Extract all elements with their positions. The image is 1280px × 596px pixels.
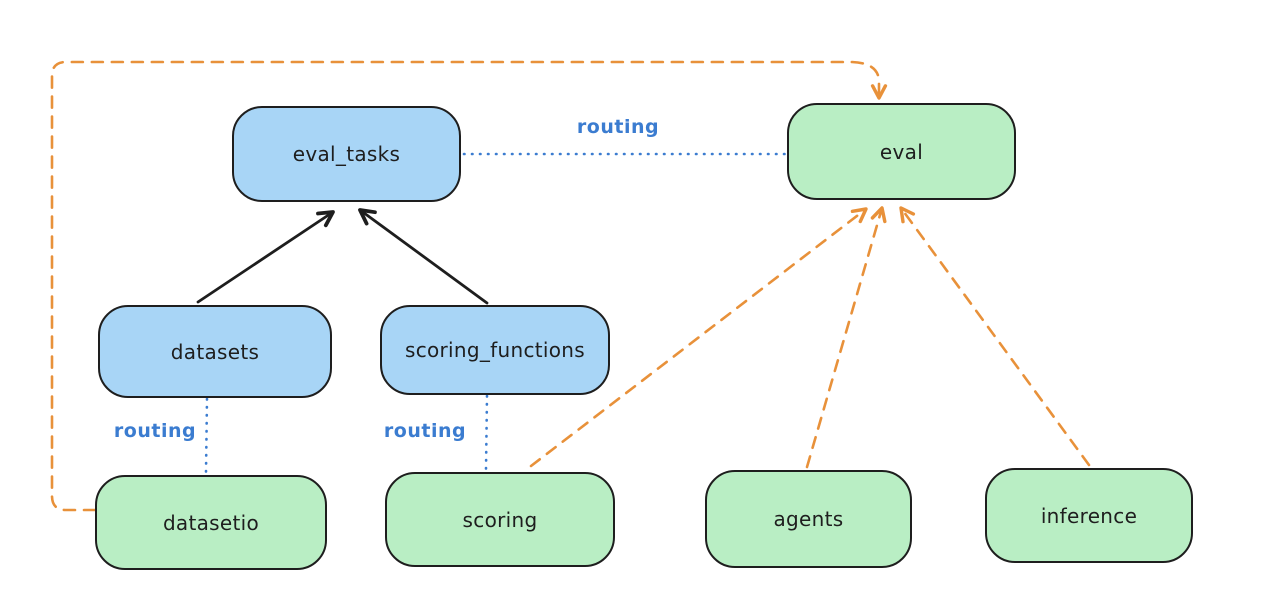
node-scoring-functions-label: scoring_functions <box>404 338 586 362</box>
edge-datasetio-to-eval <box>50 60 888 512</box>
node-datasets-label: datasets <box>170 339 260 364</box>
edge-inference-to-eval <box>899 206 1091 467</box>
node-datasets: datasets <box>98 305 332 398</box>
node-eval-tasks: eval_tasks <box>232 106 461 202</box>
edge-label-routing-scoring-functions-scoring: routing <box>383 420 467 442</box>
node-agents: agents <box>705 470 912 568</box>
edge-routing-scoring-functions-scoring <box>484 394 489 471</box>
edge-scoring-to-eval <box>529 207 868 468</box>
node-inference-label: inference <box>1040 503 1138 528</box>
node-scoring-label: scoring <box>462 507 538 532</box>
node-inference: inference <box>985 468 1193 563</box>
node-eval: eval <box>787 103 1016 200</box>
edge-scoring-functions-to-eval-tasks <box>358 208 489 305</box>
edge-label-routing-datasets-datasetio: routing <box>113 420 197 442</box>
node-scoring: scoring <box>385 472 615 567</box>
node-scoring-functions: scoring_functions <box>380 305 610 395</box>
node-eval-label: eval <box>879 139 924 164</box>
edge-datasets-to-eval-tasks <box>196 210 335 304</box>
node-datasetio: datasetio <box>95 475 327 570</box>
node-eval-tasks-label: eval_tasks <box>292 142 401 166</box>
edge-label-routing-eval-tasks-eval: routing <box>576 116 660 138</box>
node-agents-label: agents <box>773 507 844 531</box>
edge-routing-datasets-datasetio <box>204 397 209 474</box>
node-datasetio-label: datasetio <box>162 510 260 535</box>
edge-agents-to-eval <box>805 206 887 469</box>
